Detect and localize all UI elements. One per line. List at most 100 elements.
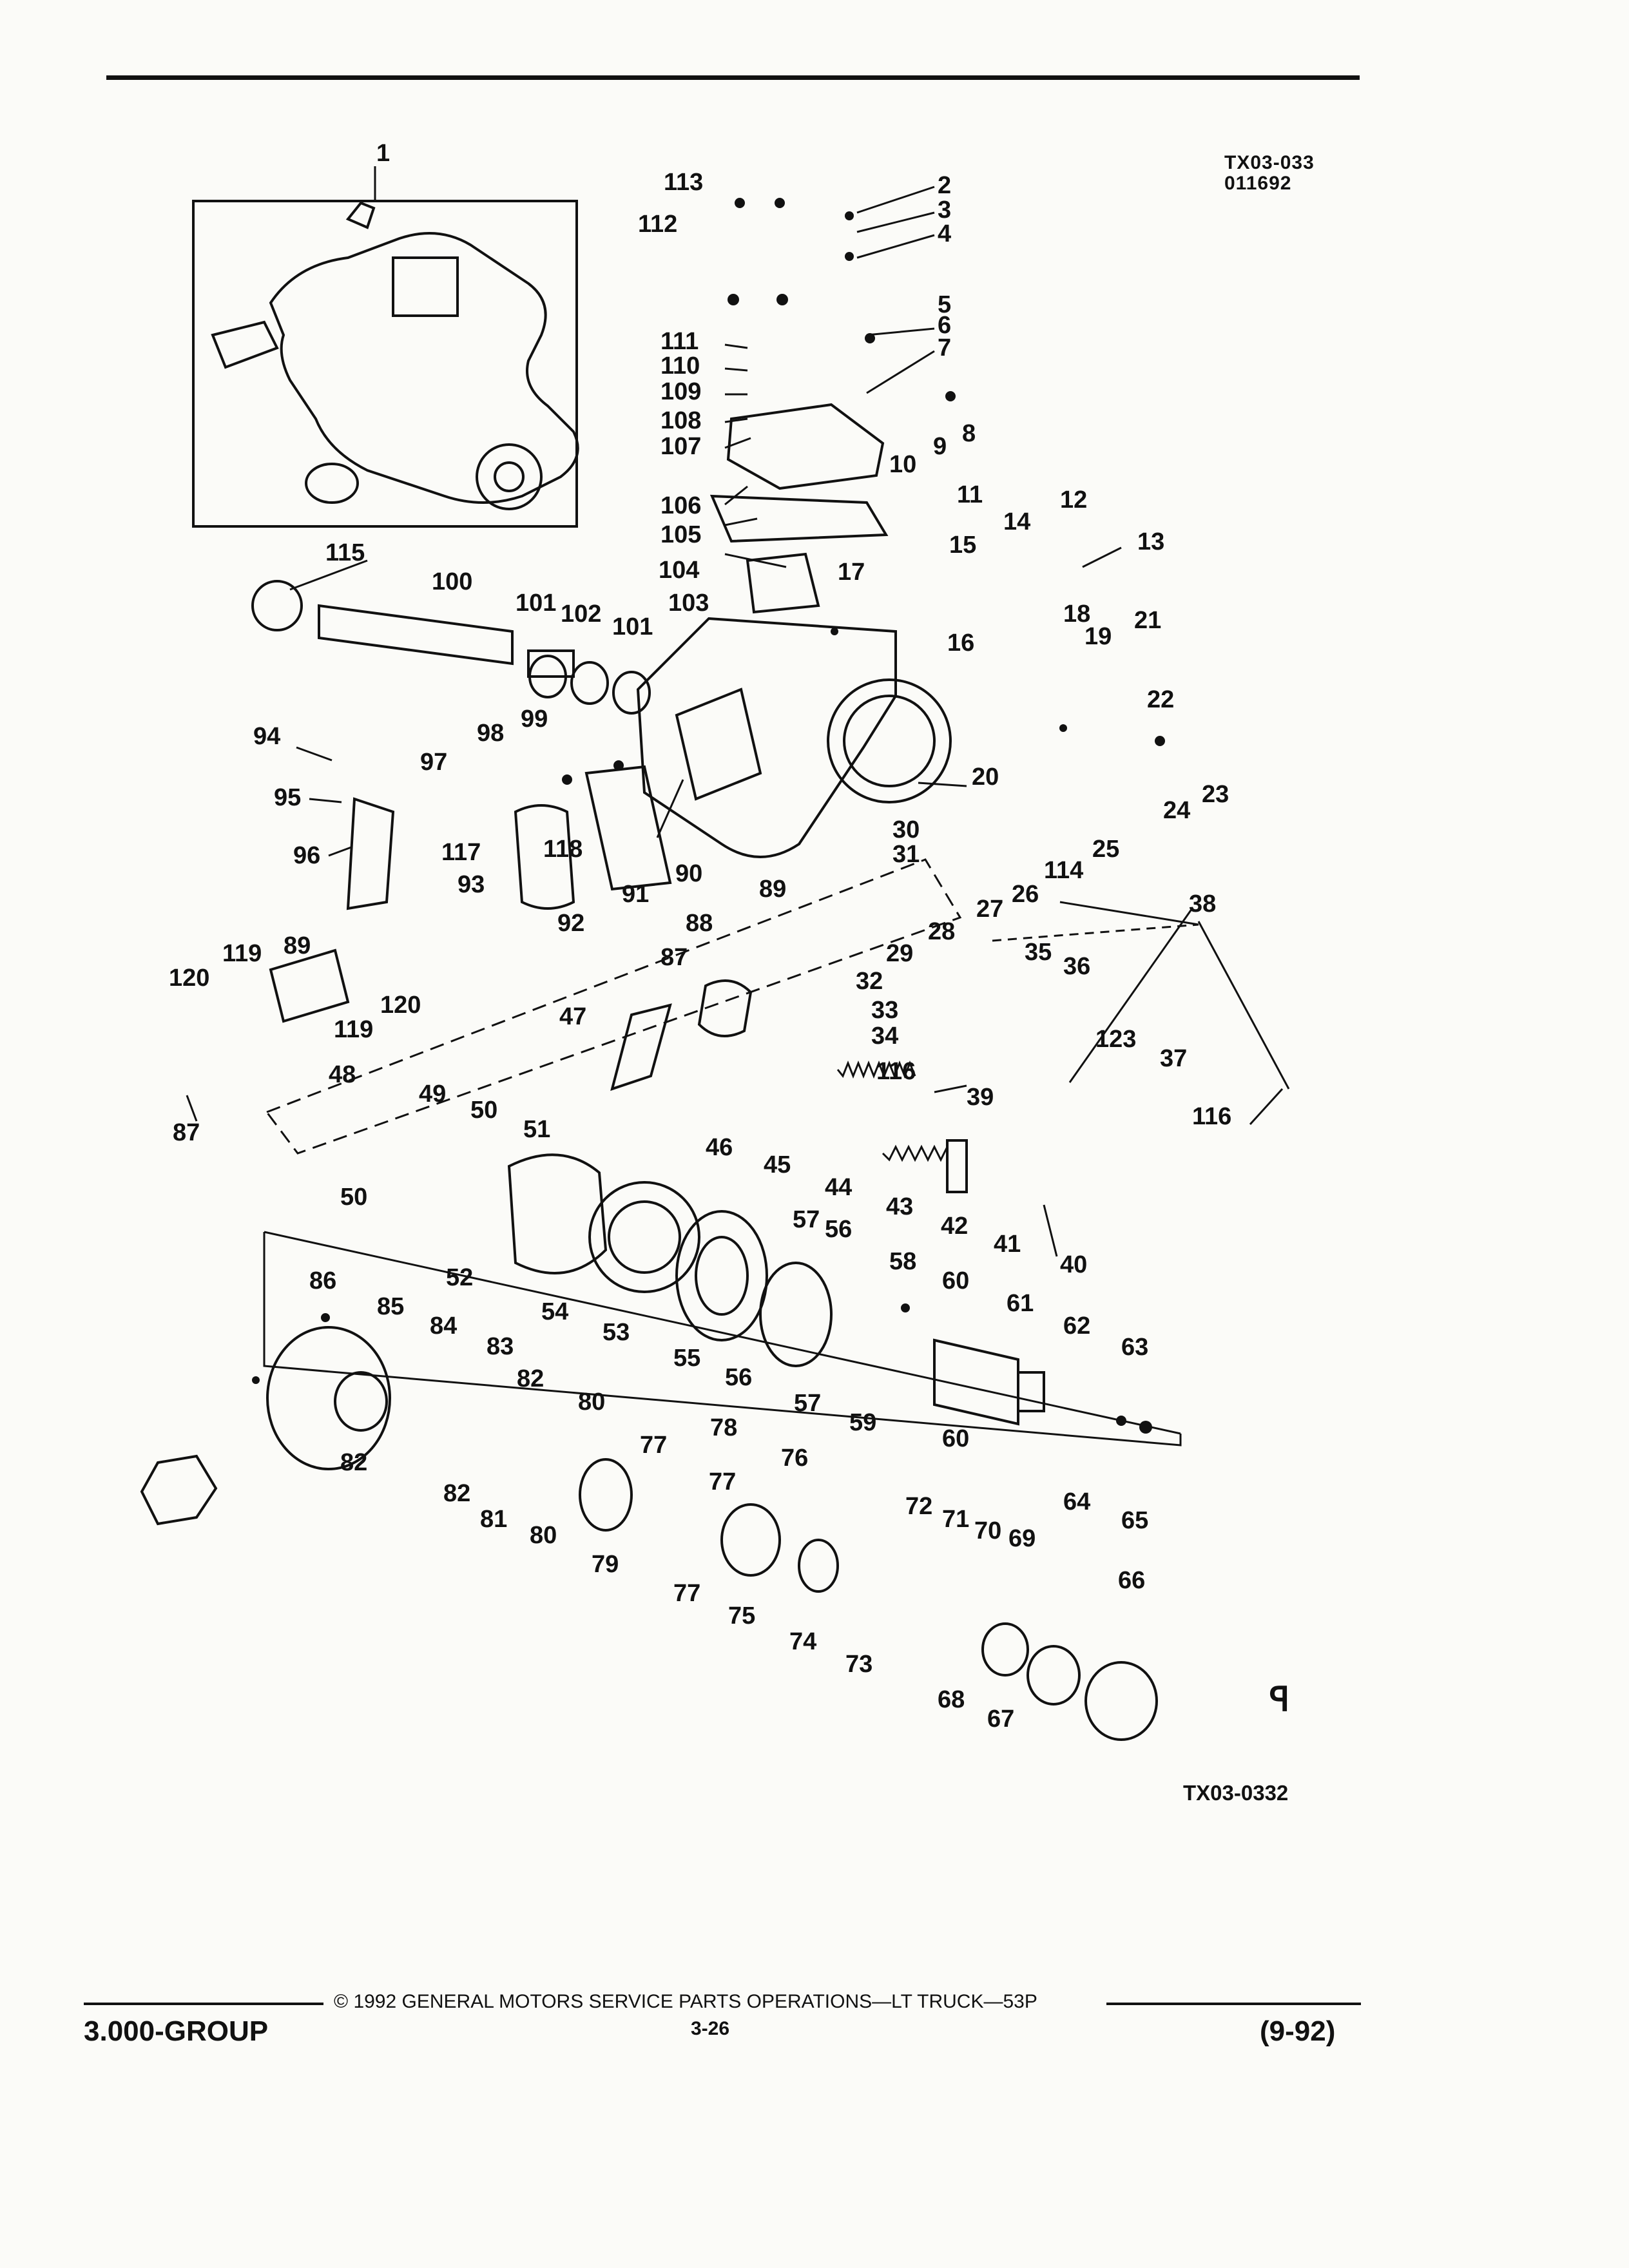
callout-97: 97 (420, 749, 447, 776)
callout-63: 63 (1121, 1334, 1148, 1361)
callout-110: 110 (660, 352, 700, 380)
callout-3: 3 (938, 197, 951, 224)
callout-119b: 119 (334, 1016, 373, 1043)
callout-labels: 1 2 3 4 5 6 7 8 9 10 11 12 13 14 15 16 1… (169, 140, 1231, 1733)
callout-82a: 82 (517, 1365, 544, 1392)
callout-39: 39 (967, 1084, 994, 1111)
callout-94: 94 (253, 723, 280, 750)
callout-77a: 77 (640, 1432, 667, 1459)
callout-11: 11 (957, 481, 983, 508)
callout-34: 34 (871, 1023, 898, 1050)
callout-35: 35 (1025, 939, 1052, 966)
callout-87b: 87 (660, 944, 688, 971)
callout-100: 100 (432, 568, 472, 595)
callout-44: 44 (825, 1174, 852, 1201)
callout-54: 54 (541, 1298, 568, 1325)
callout-103: 103 (668, 590, 709, 617)
callout-19: 19 (1084, 623, 1112, 650)
callout-101a: 101 (516, 590, 556, 617)
callout-71: 71 (942, 1506, 969, 1533)
leader-lines (186, 186, 1290, 1257)
callout-116a: 116 (876, 1058, 916, 1085)
callout-37: 37 (1160, 1045, 1187, 1072)
callout-15: 15 (949, 532, 976, 559)
callout-120a: 120 (169, 965, 209, 992)
callout-84: 84 (430, 1312, 457, 1340)
callout-106: 106 (660, 492, 701, 519)
catalog-mark: ꟼ (1269, 1681, 1290, 1718)
callout-105: 105 (660, 521, 701, 548)
callout-87a: 87 (173, 1119, 200, 1146)
callout-30: 30 (892, 816, 920, 843)
callout-1: 1 (376, 140, 390, 167)
springs (836, 1060, 949, 1162)
callout-78: 78 (710, 1414, 737, 1441)
callout-55: 55 (673, 1345, 700, 1372)
figure-id: TX03-033 (1224, 152, 1315, 173)
revision-date: (9-92) (1260, 2015, 1336, 2047)
callout-12: 12 (1060, 486, 1087, 514)
callout-89a: 89 (759, 876, 786, 903)
frame-lines (263, 858, 1199, 1446)
inset-frame (192, 200, 578, 528)
callout-117: 117 (441, 839, 481, 866)
callout-45: 45 (764, 1151, 791, 1178)
callout-86: 86 (309, 1267, 336, 1294)
callout-77c: 77 (673, 1580, 700, 1607)
callout-90: 90 (675, 860, 702, 887)
callout-18: 18 (1063, 601, 1090, 628)
copyright-text: © 1992 GENERAL MOTORS SERVICE PARTS OPER… (334, 1991, 1037, 2012)
assembled-pump-drawing (211, 201, 579, 510)
callout-112: 112 (638, 211, 677, 238)
callout-69: 69 (1008, 1525, 1036, 1552)
callout-40: 40 (1060, 1251, 1087, 1278)
page-number: 3-26 (691, 2018, 730, 2039)
callout-9: 9 (933, 433, 947, 460)
callout-28: 28 (928, 918, 955, 945)
callout-49: 49 (419, 1081, 446, 1108)
callout-53: 53 (602, 1319, 630, 1346)
callout-62: 62 (1063, 1312, 1090, 1340)
callout-98: 98 (477, 720, 504, 747)
callout-82b: 82 (340, 1449, 367, 1476)
callout-82c: 82 (443, 1480, 470, 1507)
callout-59: 59 (849, 1409, 876, 1436)
header-rule (106, 75, 1360, 80)
callout-17: 17 (838, 559, 865, 586)
callout-77b: 77 (709, 1468, 736, 1495)
callout-31: 31 (892, 841, 920, 868)
callout-23: 23 (1202, 781, 1229, 808)
callout-109: 109 (660, 378, 701, 405)
callout-116b: 116 (1192, 1103, 1231, 1130)
callout-68: 68 (938, 1686, 965, 1713)
callout-2: 2 (938, 172, 951, 199)
footer-rule-right (1106, 2003, 1361, 2005)
callout-27: 27 (976, 896, 1003, 923)
callout-108: 108 (660, 407, 701, 434)
callout-73: 73 (845, 1651, 872, 1678)
callout-111: 111 (660, 328, 699, 355)
callout-88: 88 (686, 910, 713, 937)
callout-41: 41 (994, 1231, 1021, 1258)
callout-26: 26 (1012, 881, 1039, 908)
callout-43: 43 (886, 1193, 913, 1220)
callout-67: 67 (987, 1706, 1014, 1733)
callout-120b: 120 (380, 992, 421, 1019)
callout-20: 20 (972, 764, 999, 791)
callout-119a: 119 (222, 940, 262, 967)
callout-42: 42 (941, 1213, 968, 1240)
group-label: 3.000-GROUP (84, 2015, 269, 2047)
callout-75: 75 (728, 1602, 755, 1629)
callout-50b: 50 (340, 1184, 367, 1211)
callout-83: 83 (487, 1333, 514, 1360)
callout-33: 33 (871, 997, 898, 1024)
callout-5: 5 (938, 291, 951, 318)
callout-36: 36 (1063, 953, 1090, 980)
callout-25: 25 (1092, 836, 1119, 863)
callout-96: 96 (293, 842, 320, 869)
callout-24: 24 (1163, 797, 1190, 824)
callout-91: 91 (622, 881, 649, 908)
callout-72: 72 (905, 1493, 932, 1520)
callout-118: 118 (543, 836, 583, 863)
